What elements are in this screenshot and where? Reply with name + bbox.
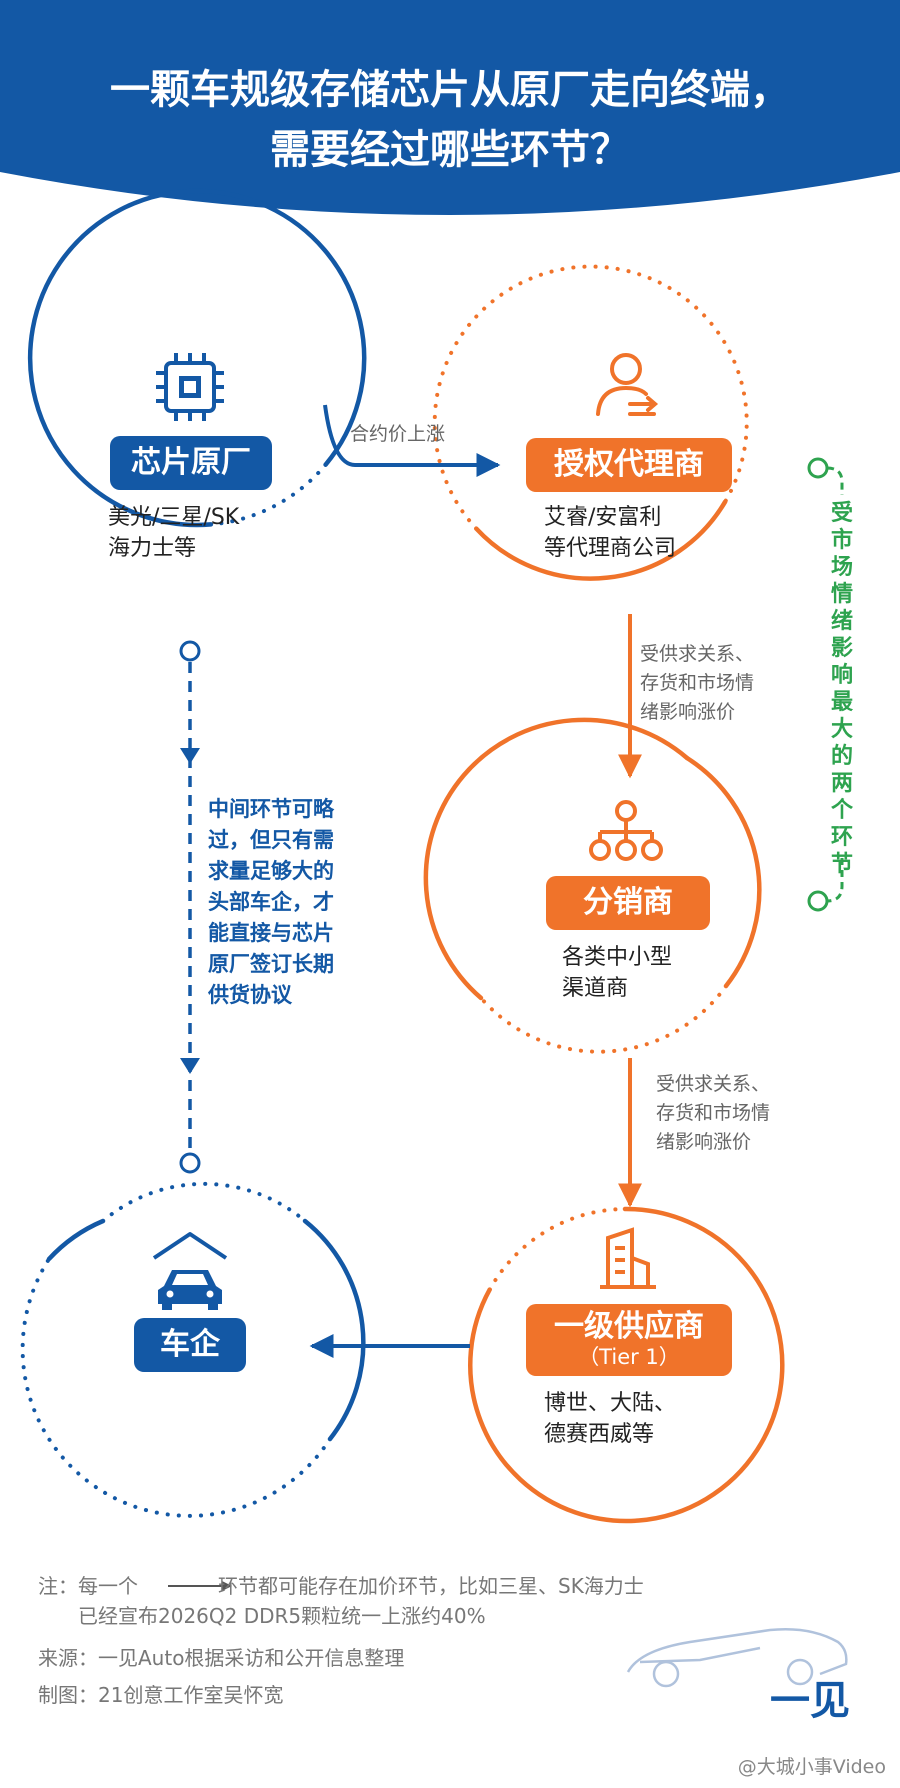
bypass-note: 中间环节可略 过，但只有需 求量足够大的 头部车企，才 能直接与芯片 原厂签订长… (208, 794, 334, 1011)
distributor-desc-line: 等代理商公司 (544, 536, 677, 561)
tier1-label-main: 一级供应商 (554, 1309, 704, 1344)
bypass-note-line: 原厂签订长期 (208, 952, 334, 976)
bypass-note-line: 求量足够大的 (208, 859, 334, 883)
bypass-line (179, 640, 201, 1174)
reseller-desc-line: 各类中小型 (562, 945, 673, 970)
chip-factory-label: 芯片原厂 (110, 436, 272, 490)
tier1-desc: 博世、大陆、 德赛西威等 (544, 1388, 676, 1450)
person-arrow-icon (596, 353, 659, 416)
page-title: 一颗车规级存储芯片从原厂走向终端， 需要经过哪些环节？ (0, 60, 900, 180)
source-text: 来源：一见Auto根据采访和公开信息整理 (38, 1646, 405, 1670)
edge-label-line: 存货和市场情 (640, 672, 755, 694)
edge-label-line: 绪影响涨价 (656, 1131, 752, 1153)
logo-car-icon (626, 1627, 848, 1688)
bypass-note-line: 中间环节可略 (208, 797, 334, 821)
title-line-2: 需要经过哪些环节？ (270, 127, 630, 173)
edge-label-line: 受供求关系、 (656, 1073, 771, 1095)
node-reseller-ring (423, 717, 762, 1054)
tier1-desc-line: 德赛西威等 (544, 1422, 655, 1447)
watermark: @大城小事Video (737, 1756, 886, 1778)
bypass-note-line: 头部车企，才 (208, 890, 334, 914)
edge-label-line: 存货和市场情 (656, 1102, 771, 1124)
oem-label: 车企 (134, 1318, 246, 1372)
edge-label-distributor-to-reseller: 受供求关系、 存货和市场情 绪影响涨价 (640, 640, 754, 727)
green-bracket (807, 457, 844, 912)
footnote: 注：每一个 环节都可能存在加价环节，比如三星、SK海力士 (38, 1571, 644, 1601)
node-chip-factory-ring (27, 188, 367, 528)
chip-factory-desc: 美光/三星/SK 海力士等 (108, 502, 239, 564)
edge-label-contract-price: 合约价上涨 (350, 423, 446, 445)
distributor-desc: 艾睿/安富利 等代理商公司 (544, 502, 676, 564)
logo-text: 一见 (770, 1677, 850, 1724)
edge-label-line: 受供求关系、 (640, 643, 755, 665)
chip-icon (156, 353, 224, 421)
tier1-label: 一级供应商 （Tier 1） (526, 1304, 732, 1376)
node-tier1-ring (468, 1206, 785, 1524)
chip-factory-desc-line: 美光/三星/SK (108, 505, 240, 530)
tier1-label-sub: （Tier 1） (578, 1345, 680, 1369)
edge-label-reseller-to-tier1: 受供求关系、 存货和市场情 绪影响涨价 (656, 1070, 770, 1157)
footnote-arrow-icon (168, 1581, 232, 1591)
distributor-label: 授权代理商 (526, 438, 732, 492)
footnote-prefix: 注：每一个 (38, 1574, 138, 1598)
footnote-line-2: 已经宣布2026Q2 DDR5颗粒统一上涨约40% (78, 1604, 486, 1628)
car-garage-icon (152, 1232, 228, 1310)
bypass-note-line: 过，但只有需 (208, 828, 334, 852)
chip-factory-desc-line: 海力士等 (108, 536, 197, 561)
arrow-chip-to-distributor (323, 404, 501, 477)
tier1-desc-line: 博世、大陆、 (544, 1391, 677, 1416)
header-banner (0, 0, 900, 215)
bypass-note-line: 供货协议 (208, 983, 292, 1007)
reseller-desc-line: 渠道商 (562, 976, 629, 1001)
node-oem-ring (20, 1181, 366, 1518)
reseller-label: 分销商 (546, 876, 710, 930)
reseller-desc: 各类中小型 渠道商 (562, 942, 672, 1004)
node-distributor-ring (432, 264, 749, 581)
edge-label-line: 绪影响涨价 (640, 701, 736, 723)
title-line-1: 一颗车规级存储芯片从原厂走向终端， (110, 67, 790, 113)
bypass-note-line: 能直接与芯片 (208, 921, 334, 945)
side-note-market-sentiment: 受市场情绪影响最大的两个环节 (830, 501, 853, 877)
footnote-suffix: 环节都可能存在加价环节，比如三星、SK海力士 (218, 1574, 644, 1598)
credit-text: 制图：21创意工作室吴怀宽 (38, 1683, 284, 1707)
hierarchy-icon (589, 800, 663, 861)
distributor-desc-line: 艾睿/安富利 (544, 505, 662, 530)
building-icon (600, 1227, 656, 1289)
